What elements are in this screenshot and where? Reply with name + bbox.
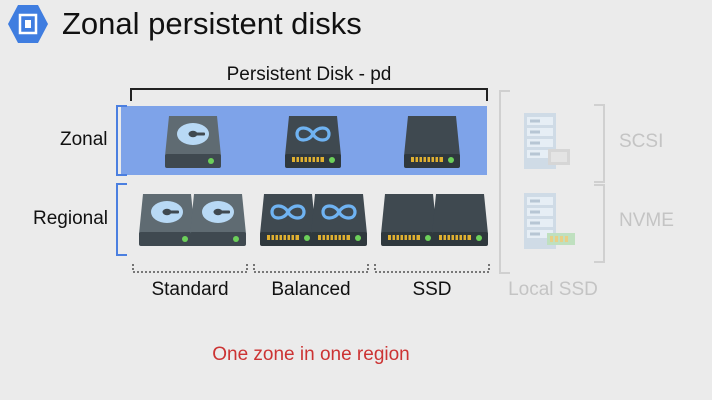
zonal-row-bracket [116,105,127,176]
regional-balanced-disk-icon-2 [309,192,369,248]
regional-standard-hdd-icon-1 [139,194,195,246]
persistent-disk-bracket [130,88,488,101]
standard-column-label: Standard [151,279,229,300]
nvme-server-icon [524,193,575,249]
nvme-label: NVME [619,210,674,231]
footnote-one-zone: One zone in one region [212,344,410,365]
zonal-balanced-disk-icon [283,114,343,170]
standard-column-bracket [132,264,248,273]
ssd-column-label: SSD [412,279,452,300]
scsi-server-icon [524,113,570,169]
regional-ssd-icon-2 [432,194,488,246]
regional-balanced-disk-icon-1 [258,192,318,248]
balanced-column-bracket [253,264,369,273]
ssd-column-bracket [374,264,490,273]
page-title: Zonal persistent disks [62,6,362,41]
nvme-bracket [594,184,605,263]
local-ssd-bracket [499,90,510,274]
scsi-label: SCSI [619,131,664,152]
zonal-row-label: Zonal [60,129,108,150]
zonal-standard-hdd-icon [165,116,221,168]
zonal-ssd-icon [404,116,460,168]
balanced-column-label: Balanced [271,279,351,300]
gcp-hexagon-icon [8,5,48,43]
persistent-disk-label: Persistent Disk - pd [226,64,392,85]
regional-ssd-icon-1 [381,194,437,246]
scsi-bracket [594,104,605,183]
regional-row-label: Regional [33,208,108,229]
local-ssd-label: Local SSD [508,279,598,300]
regional-standard-hdd-icon-2 [190,194,246,246]
regional-row-bracket [116,183,127,256]
